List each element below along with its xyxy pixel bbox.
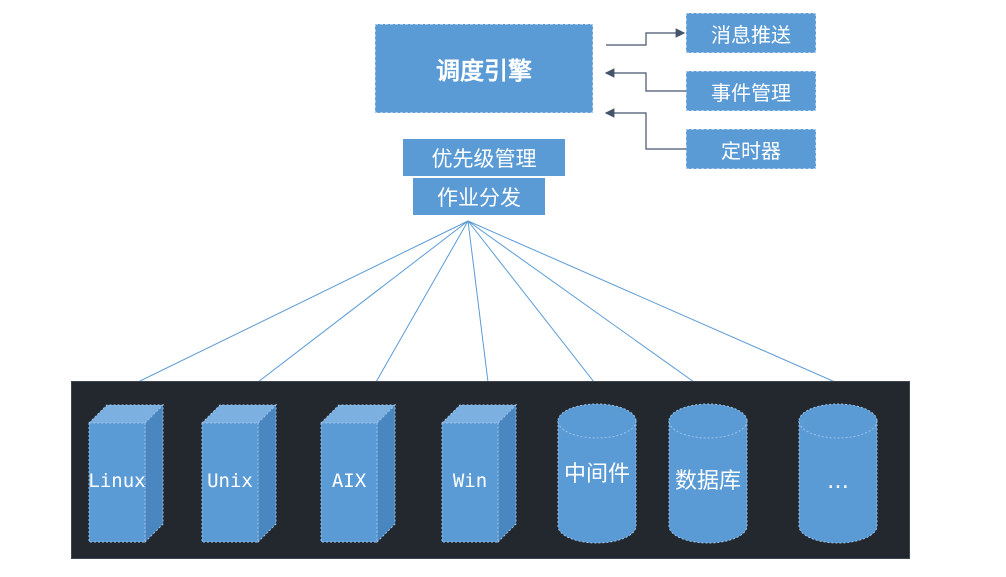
target-label: Unix — [207, 470, 253, 492]
cuboid-side — [257, 403, 277, 544]
cuboid-front — [441, 422, 499, 543]
timer-module: 定时器 — [686, 129, 816, 169]
target-label: … — [827, 469, 849, 494]
cuboid-side — [497, 403, 517, 544]
cylinder-top — [557, 403, 637, 439]
fan-line-unix — [257, 220, 469, 383]
cuboid-front — [88, 422, 146, 543]
cuboid-side — [376, 403, 396, 544]
message-push-module: 消息推送 — [686, 13, 816, 53]
job-dispatch: 作业分发 — [413, 178, 545, 215]
arrow-from-timer — [604, 108, 686, 150]
priority-management: 优先级管理 — [403, 139, 565, 176]
target-aix: AIX — [319, 403, 397, 544]
cuboid-front — [320, 422, 378, 543]
fan-line-more — [467, 220, 836, 383]
cylinder-top — [798, 403, 878, 439]
cuboid-front — [201, 422, 259, 543]
target-label: AIX — [332, 470, 367, 492]
dispatch-fan-lines — [137, 220, 836, 383]
cylinder-body — [668, 420, 748, 544]
target-database: 数据库 — [668, 403, 748, 544]
cylinder-top — [668, 403, 748, 439]
cuboid-side — [144, 403, 164, 544]
cylinder-body — [798, 420, 878, 544]
fan-line-database — [467, 220, 695, 383]
fan-line-linux — [137, 220, 469, 383]
fan-line-middleware — [467, 220, 595, 383]
scheduling-engine: 调度引擎 — [375, 24, 593, 113]
target-label: 中间件 — [564, 462, 630, 487]
cylinder-body — [557, 420, 637, 544]
target-more: … — [798, 403, 878, 544]
target-label: Win — [453, 470, 487, 492]
target-unix: Unix — [200, 403, 278, 544]
target-label: Linux — [88, 470, 145, 492]
target-middleware: 中间件 — [557, 403, 637, 544]
arrow-to-push — [606, 28, 686, 46]
event-management-module: 事件管理 — [686, 71, 816, 111]
target-label: 数据库 — [675, 469, 741, 494]
arrow-from-event — [604, 68, 686, 92]
fan-line-aix — [375, 220, 469, 383]
target-win: Win — [440, 403, 518, 544]
target-linux: Linux — [87, 403, 165, 544]
fan-line-win — [467, 220, 489, 383]
